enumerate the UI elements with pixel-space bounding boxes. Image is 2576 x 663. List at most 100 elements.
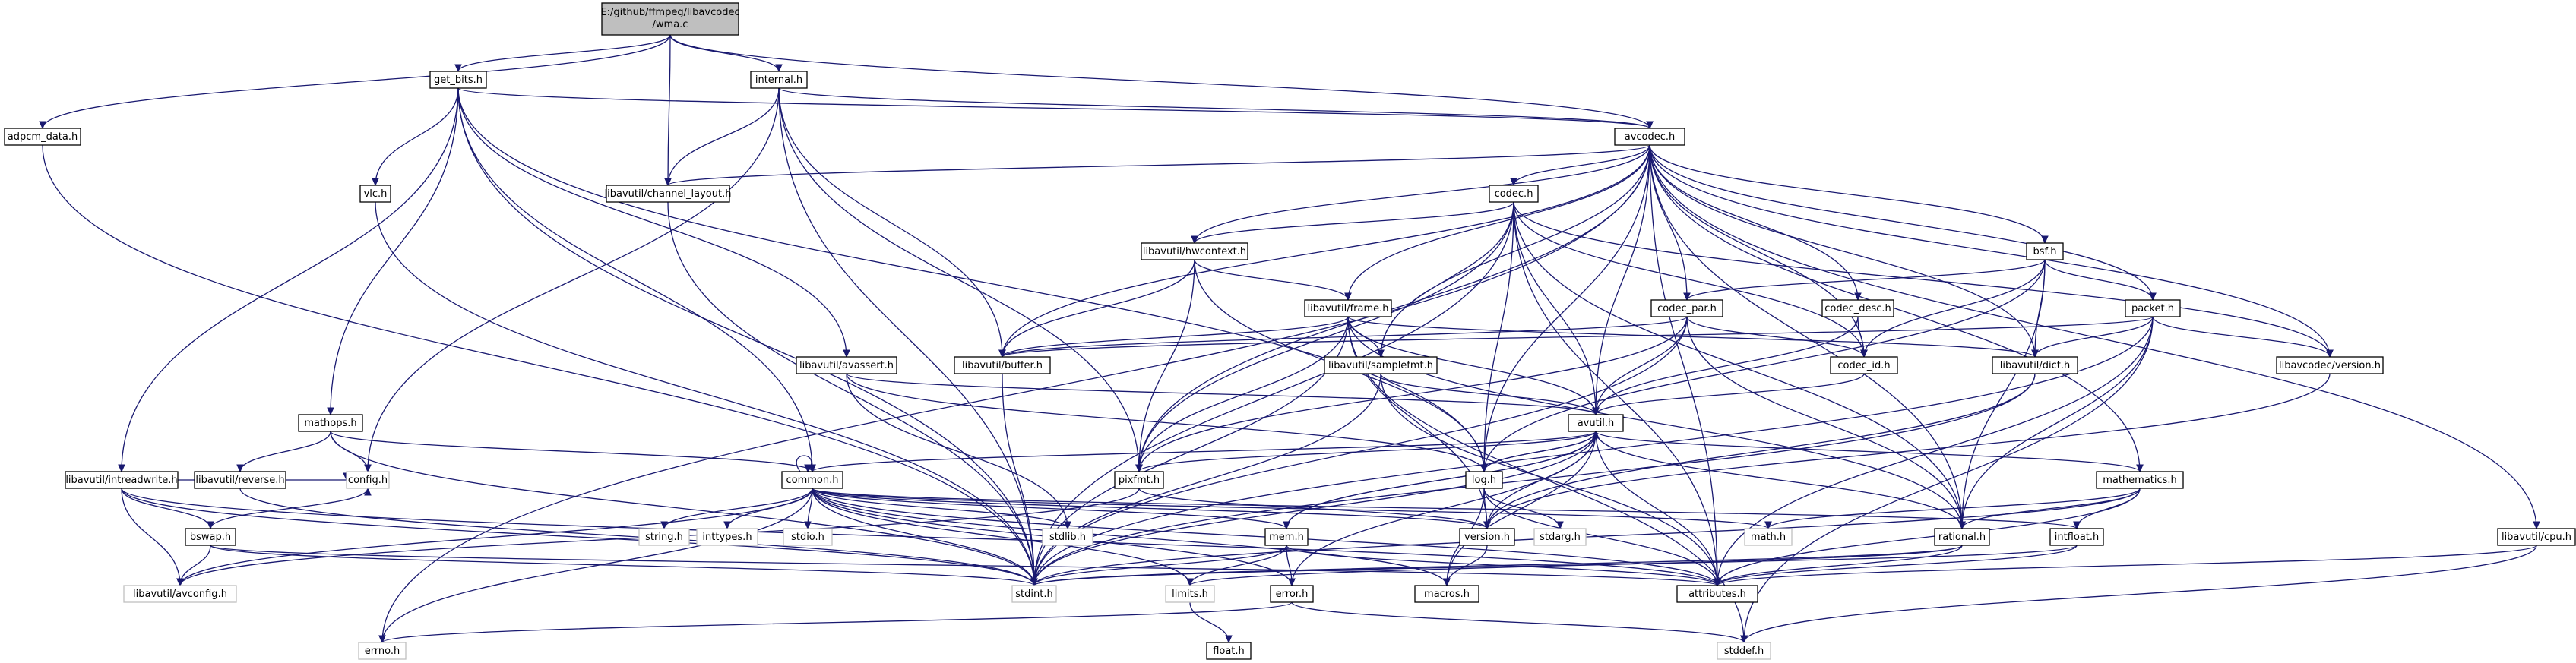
node-packet[interactable]: packet.h — [2125, 299, 2181, 317]
edge-reverse-to-stdint — [239, 488, 1035, 586]
node-avassert[interactable]: libavutil/avassert.h — [796, 356, 897, 374]
edge-internal-to-buffer — [778, 87, 1003, 358]
node-float[interactable]: float.h — [1206, 642, 1252, 660]
edge-avutil-to-common — [812, 431, 1597, 472]
node-box-pixfmt — [1114, 471, 1164, 489]
node-dict[interactable]: libavutil/dict.h — [1992, 356, 2078, 374]
node-box-float — [1206, 642, 1252, 660]
node-version[interactable]: version.h — [1459, 528, 1515, 546]
arrowhead-mem-to-avutil — [1592, 430, 1600, 439]
edge-avcodec-to-codec_id — [1649, 144, 1865, 358]
node-internal[interactable]: internal.h — [750, 71, 808, 89]
edge-codec_par-to-codec_id — [1686, 316, 1865, 358]
edge-intreadwrite-to-attributes — [121, 488, 1718, 586]
node-box-buffer — [954, 356, 1051, 374]
edge-rational-to-stdint — [1033, 545, 1963, 586]
arrowhead-get_bits-to-mathops — [327, 407, 334, 416]
node-codec[interactable]: codec.h — [1489, 185, 1539, 203]
node-label-avcodec: avcodec.h — [1625, 131, 1676, 143]
edge-frame-to-pixfmt — [1138, 316, 1349, 472]
node-bswap[interactable]: bswap.h — [185, 528, 236, 546]
node-box-adpcm-data — [4, 128, 81, 146]
node-pixfmt[interactable]: pixfmt.h — [1114, 471, 1164, 489]
node-label-string: string.h — [645, 532, 683, 543]
edge-log-to-attributes — [1483, 488, 1718, 586]
arrowhead-common-to-stdio — [804, 521, 812, 530]
node-box-stdarg — [1533, 528, 1587, 546]
node-label-avutil: avutil.h — [1578, 418, 1615, 429]
edge-bsf-to-rational — [1961, 259, 2046, 529]
edge-avcodec-to-lavc_version — [1649, 144, 2331, 358]
node-bsf[interactable]: bsf.h — [2026, 242, 2064, 260]
node-adpcm-data[interactable]: adpcm_data.h — [4, 128, 81, 146]
node-box-avassert — [796, 356, 897, 374]
edge-cpu-to-stddef — [1743, 545, 2537, 643]
node-vlc[interactable]: vlc.h — [359, 185, 391, 203]
node-samplefmt[interactable]: libavutil/samplefmt.h — [1324, 356, 1438, 374]
node-attributes[interactable]: attributes.h — [1676, 585, 1758, 603]
edge-bswap-to-stdint — [210, 545, 1035, 586]
edge-common-to-stdint — [812, 488, 1035, 586]
node-mathematics[interactable]: mathematics.h — [2096, 471, 2184, 489]
node-codec-id[interactable]: codec_id.h — [1830, 356, 1898, 374]
node-cpu[interactable]: libavutil/cpu.h — [2497, 528, 2576, 546]
edge-avassert-to-stdlib — [846, 373, 1068, 529]
edge-mathematics-to-stdint — [1033, 488, 2141, 586]
node-math: math.h — [1744, 528, 1793, 546]
node-label-error: error.h — [1276, 589, 1309, 600]
node-intreadwrite[interactable]: libavutil/intreadwrite.h — [65, 471, 179, 489]
node-box-mathematics — [2096, 471, 2184, 489]
node-reverse[interactable]: libavutil/reverse.h — [194, 471, 286, 489]
edge-internal-to-config — [367, 87, 780, 472]
edge-avcodec-to-errno — [381, 144, 1650, 643]
node-box-cpu — [2497, 528, 2576, 546]
node-macros[interactable]: macros.h — [1414, 585, 1479, 603]
edge-root-to-channel_layout — [667, 34, 671, 186]
node-label-samplefmt: libavutil/samplefmt.h — [1328, 360, 1433, 371]
edge-packet-to-rational — [1961, 316, 2154, 529]
edge-mem-to-limits — [1189, 545, 1287, 586]
node-label-common: common.h — [786, 475, 839, 486]
node-label-lavc-version: libavcodec/version.h — [2279, 360, 2381, 371]
node-label-codec-id: codec_id.h — [1837, 360, 1890, 371]
node-get-bits[interactable]: get_bits.h — [429, 71, 487, 89]
node-label-stdio: stdio.h — [791, 532, 824, 543]
edge-avassert-to-avutil — [846, 373, 1597, 415]
edge-avcodec-to-log — [1483, 144, 1650, 472]
node-frame[interactable]: libavutil/frame.h — [1304, 299, 1392, 317]
node-common[interactable]: common.h — [781, 471, 843, 489]
node-avcodec[interactable]: avcodec.h — [1614, 128, 1685, 146]
edge-root-to-avcodec — [669, 34, 1650, 129]
edge-avassert-to-log — [846, 373, 1485, 472]
node-hwcontext[interactable]: libavutil/hwcontext.h — [1141, 242, 1248, 260]
node-stdio: stdio.h — [783, 528, 833, 546]
node-error[interactable]: error.h — [1270, 585, 1314, 603]
edge-bsf-to-codec_par — [1686, 259, 2046, 301]
node-rational[interactable]: rational.h — [1934, 528, 1990, 546]
edge-codec-to-lavc_version — [1513, 201, 2331, 358]
edge-avutil-to-rational — [1595, 431, 1963, 529]
edge-rational-to-attributes — [1717, 545, 1963, 586]
node-intfloat[interactable]: intfloat.h — [2049, 528, 2104, 546]
node-root[interactable]: E:/github/ffmpeg/libavcodec/wma.c — [600, 2, 740, 36]
edge-common-to-avconfig — [179, 488, 813, 586]
node-log[interactable]: log.h — [1465, 471, 1503, 489]
node-avutil[interactable]: avutil.h — [1568, 414, 1624, 432]
node-channel-layout[interactable]: libavutil/channel_layout.h — [605, 185, 732, 203]
node-mem[interactable]: mem.h — [1264, 528, 1309, 546]
node-lavc-version[interactable]: libavcodec/version.h — [2276, 356, 2384, 374]
node-mathops[interactable]: mathops.h — [298, 414, 363, 432]
edge-vlc-to-stdint — [375, 201, 1035, 586]
edge-mathematics-to-attributes — [1717, 488, 2141, 586]
edge-avcodec-to-codec_desc — [1649, 144, 1859, 301]
edge-bsf-to-log — [1483, 259, 2046, 472]
edge-avcodec-to-bsf — [1649, 144, 2046, 244]
edge-packet-to-dict — [2034, 316, 2154, 358]
node-buffer[interactable]: libavutil/buffer.h — [954, 356, 1051, 374]
node-codec-par[interactable]: codec_par.h — [1650, 299, 1723, 317]
node-codec-desc[interactable]: codec_desc.h — [1821, 299, 1894, 317]
node-box-bsf — [2026, 242, 2064, 260]
edge-codec-to-avutil — [1513, 201, 1597, 415]
edge-get_bits-to-avassert — [457, 87, 847, 358]
edge-avutil-to-mathematics — [1595, 431, 2141, 472]
